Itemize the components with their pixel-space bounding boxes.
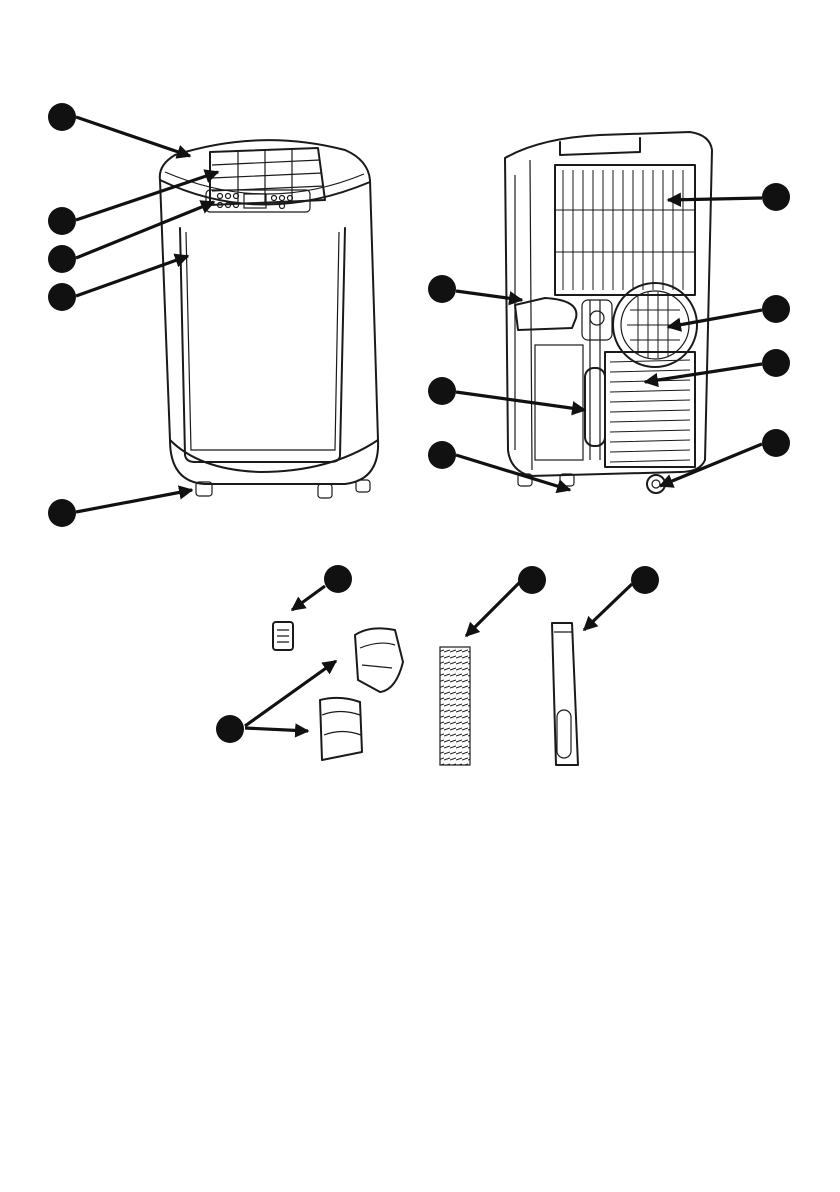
callout-rear-bottom <box>428 441 456 469</box>
exhaust-hose-illustration <box>440 647 470 765</box>
callout-rear-cord-holder <box>428 377 456 405</box>
callout-window-slider <box>631 566 659 594</box>
callout-rear-side-handle <box>428 275 456 303</box>
window-slider-illustration <box>552 623 578 765</box>
callout-front-top-outlet <box>48 103 76 131</box>
callout-hose-adapters <box>216 715 244 743</box>
remote-control-illustration <box>273 622 293 650</box>
front-unit <box>160 140 378 498</box>
callout-front-body <box>48 283 76 311</box>
callout-rear-exhaust-port <box>762 295 790 323</box>
callout-exhaust-hose <box>518 566 546 594</box>
callout-front-casters <box>48 499 76 527</box>
callout-arrows <box>76 117 762 731</box>
rear-unit <box>505 132 712 493</box>
callout-rear-drain-plug <box>762 429 790 457</box>
callout-rear-upper-filter <box>762 183 790 211</box>
callout-front-control-panel <box>48 245 76 273</box>
hose-adapter-illustrations <box>320 628 403 760</box>
callout-remote-control <box>324 565 352 593</box>
callout-front-louvers <box>48 207 76 235</box>
callout-rear-lower-grille <box>762 349 790 377</box>
